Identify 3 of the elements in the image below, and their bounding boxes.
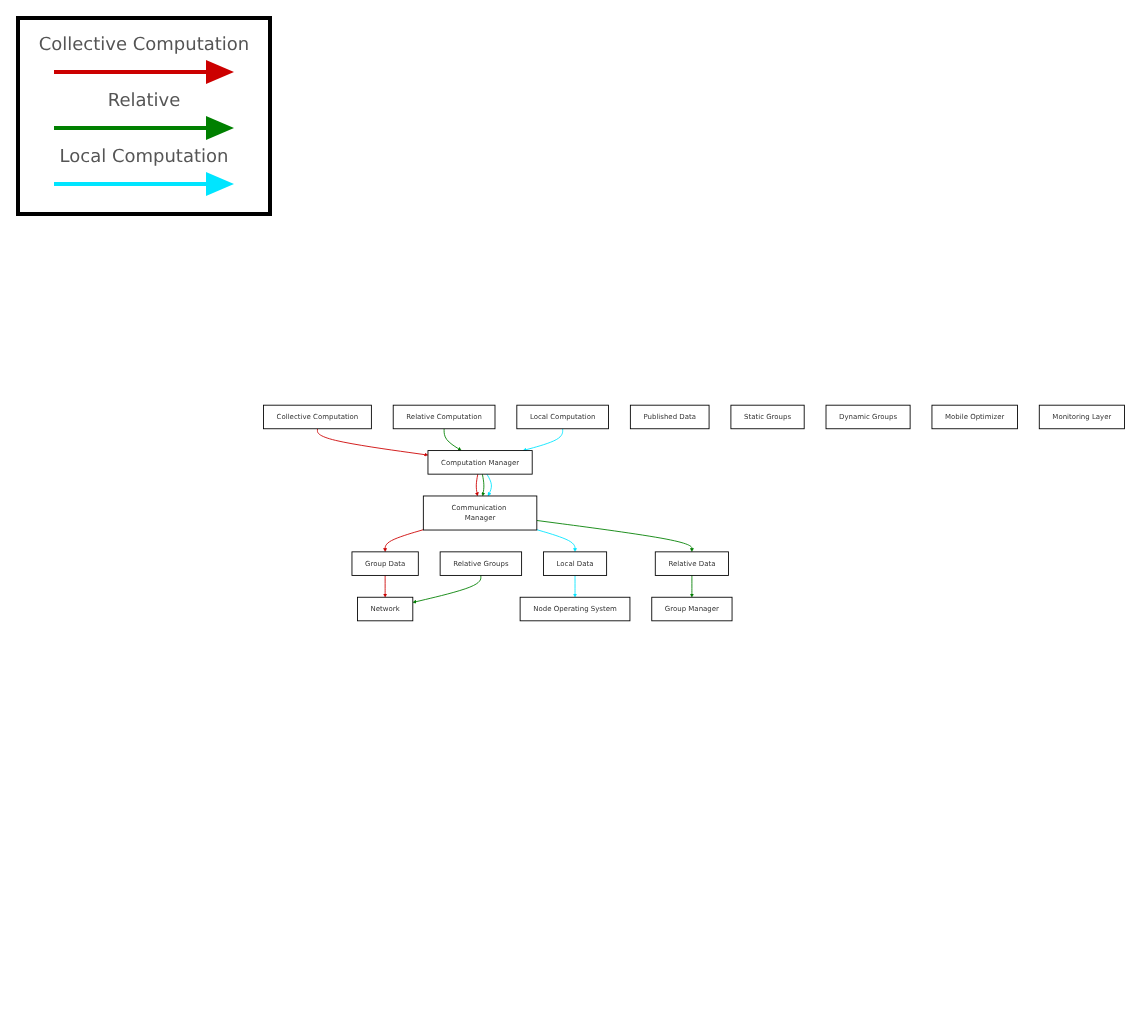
- legend-text: Local Computation: [57, 148, 231, 168]
- legend-text: Collective Computation: [36, 36, 252, 56]
- legend-text: Relative: [105, 92, 183, 112]
